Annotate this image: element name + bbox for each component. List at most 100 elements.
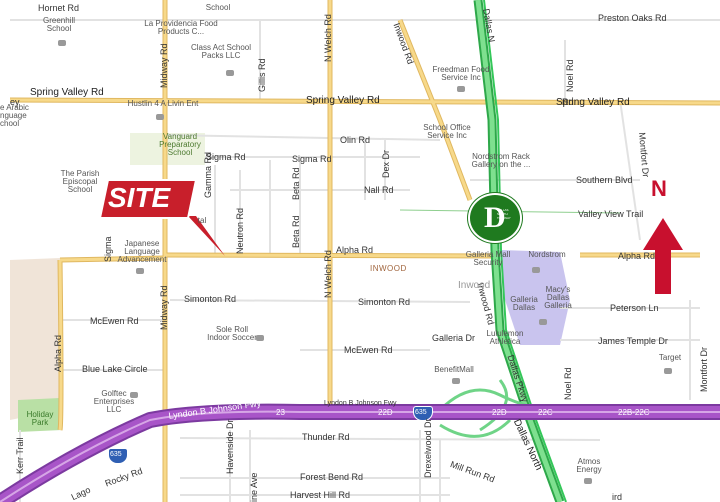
exit-22b-22c-label: 22B-22C	[618, 408, 650, 417]
poi-label: Sole Roll Indoor Soccer	[207, 325, 257, 342]
store-icon	[584, 478, 592, 484]
poi-label: School	[205, 3, 231, 12]
street-label: Midway Rd	[159, 43, 169, 88]
school-icon	[226, 70, 234, 76]
school-icon	[136, 268, 144, 274]
street-label: Sigma Rd	[206, 152, 246, 162]
street-label: Thunder Rd	[302, 432, 350, 442]
poi-label: Nordstrom	[528, 250, 566, 259]
exit-22d-label: 22D	[378, 408, 393, 417]
store-icon	[664, 368, 672, 374]
street-label: N Welch Rd	[323, 14, 333, 62]
street-label: ine Ave	[249, 472, 259, 502]
street-label: Lyndon B Johnson Fwy	[324, 400, 397, 407]
street-label: Southern Blvd	[576, 175, 633, 185]
poi-label: Galleria Mall Security	[465, 250, 511, 267]
park-area	[10, 258, 60, 420]
i635-shield-label: 635	[110, 451, 122, 458]
campus-area	[500, 250, 570, 345]
street-label: Spring Valley Rd	[556, 97, 630, 108]
arterials	[9, 0, 720, 502]
i635-shield-icon	[413, 406, 433, 421]
street-label: Beta Rd	[291, 215, 301, 248]
street-label: N Welch Rd	[323, 250, 333, 298]
store-icon	[457, 86, 465, 92]
street-label: Blue Lake Circle	[82, 364, 148, 374]
tollway-logo-letter: D	[484, 201, 506, 234]
street-label: Gamma Rd	[203, 151, 213, 198]
street-label: Spring Valley Rd	[30, 87, 104, 98]
street-label: Alpha Rd	[53, 334, 63, 372]
poi-label: La Providencia Food Products C...	[144, 19, 218, 36]
street-label: Simonton Rd	[358, 297, 411, 307]
street-label: Hornet Rd	[38, 3, 80, 13]
street-label: Alpha Rd	[618, 251, 656, 261]
minor-streets	[10, 19, 720, 502]
poi-label: BenefitMall	[434, 365, 474, 374]
sports-icon	[256, 335, 264, 341]
street-label: Noel Rd	[563, 367, 573, 400]
street-label: Dex Dr	[381, 149, 391, 178]
poi-label: Atmos Energy	[576, 457, 602, 474]
north-label: N	[651, 176, 667, 201]
i635-shield-icon	[108, 448, 128, 464]
poi-label: Japanese Language Advancement	[117, 239, 167, 264]
school-icon	[58, 40, 66, 46]
street-label: Midway Rd	[159, 285, 169, 330]
street-label: Sigma Rd	[292, 154, 332, 164]
street-label: Simonton Rd	[184, 294, 237, 304]
street-label: Kerr Trail	[15, 437, 25, 474]
street-label: Galleria Dr	[432, 333, 476, 343]
poi-label: tal	[197, 216, 207, 225]
street-label: Valley View Trail	[578, 209, 644, 219]
street-label: Peterson Ln	[610, 303, 659, 313]
poi-label: Freedman Food Service Inc	[432, 65, 490, 82]
poi-label: Macy's Dallas Galleria	[544, 285, 572, 310]
store-icon	[452, 378, 460, 384]
holiday-park	[18, 398, 62, 432]
poi-label: Hustlin 4 A Livin Ent	[127, 99, 199, 108]
street-label: Rd	[562, 97, 574, 107]
exit-22d-label: 22D	[492, 408, 507, 417]
poi-label: e Arabic nguage chool	[0, 103, 29, 128]
street-label: Drexelwood Dr	[423, 418, 433, 478]
street-label: ey	[10, 97, 20, 107]
street-label: Havenside Dr	[225, 419, 235, 474]
street-label: Montfort Dr	[699, 346, 709, 392]
i635-shield-label: 635	[415, 409, 427, 416]
poi-label: Golftec Enterprises LLC	[93, 389, 135, 414]
street-label: Preston Oaks Rd	[598, 13, 667, 23]
poi-label: Greenhill School	[42, 16, 75, 33]
area-label: Inwood	[458, 280, 491, 291]
street-label: Noel Rd	[565, 59, 575, 92]
exit-22c-label: 22C	[538, 408, 553, 417]
poi-label: Vanguard Preparatory School	[159, 132, 201, 157]
store-icon	[130, 392, 138, 398]
dallas-tollway-logo: D DALLAS NORTH TOLLWAY	[468, 193, 522, 243]
street-label: McEwen Rd	[90, 316, 139, 326]
street-label: McEwen Rd	[344, 345, 393, 355]
tollway-logo-text: DALLAS NORTH TOLLWAY	[497, 208, 511, 220]
store-icon	[539, 319, 547, 325]
exit-23-label: 23	[276, 408, 285, 417]
area-label: INWOOD	[370, 264, 407, 273]
poi-label: Lululemon Athletica	[486, 329, 524, 346]
street-label: Spring Valley Rd	[306, 95, 380, 106]
street-label: Neutron Rd	[235, 207, 245, 254]
street-label: Beta Rd	[291, 167, 301, 200]
street-label: Alpha Rd	[336, 245, 374, 255]
street-label: Harvest Hill Rd	[290, 490, 351, 500]
street-label: Olin Rd	[340, 135, 371, 145]
street-label: James Temple Dr	[598, 336, 668, 346]
poi-label: Nordstrom Rack Gallery on the ...	[471, 152, 531, 169]
street-label: ird	[612, 492, 623, 502]
poi-label: Target	[658, 353, 682, 362]
street-label: Gillis Rd	[257, 58, 267, 92]
store-icon	[532, 267, 540, 273]
poi-label: Holiday Park	[26, 410, 54, 427]
tollway	[473, 0, 567, 502]
poi-label: School Office Service Inc	[423, 123, 471, 140]
